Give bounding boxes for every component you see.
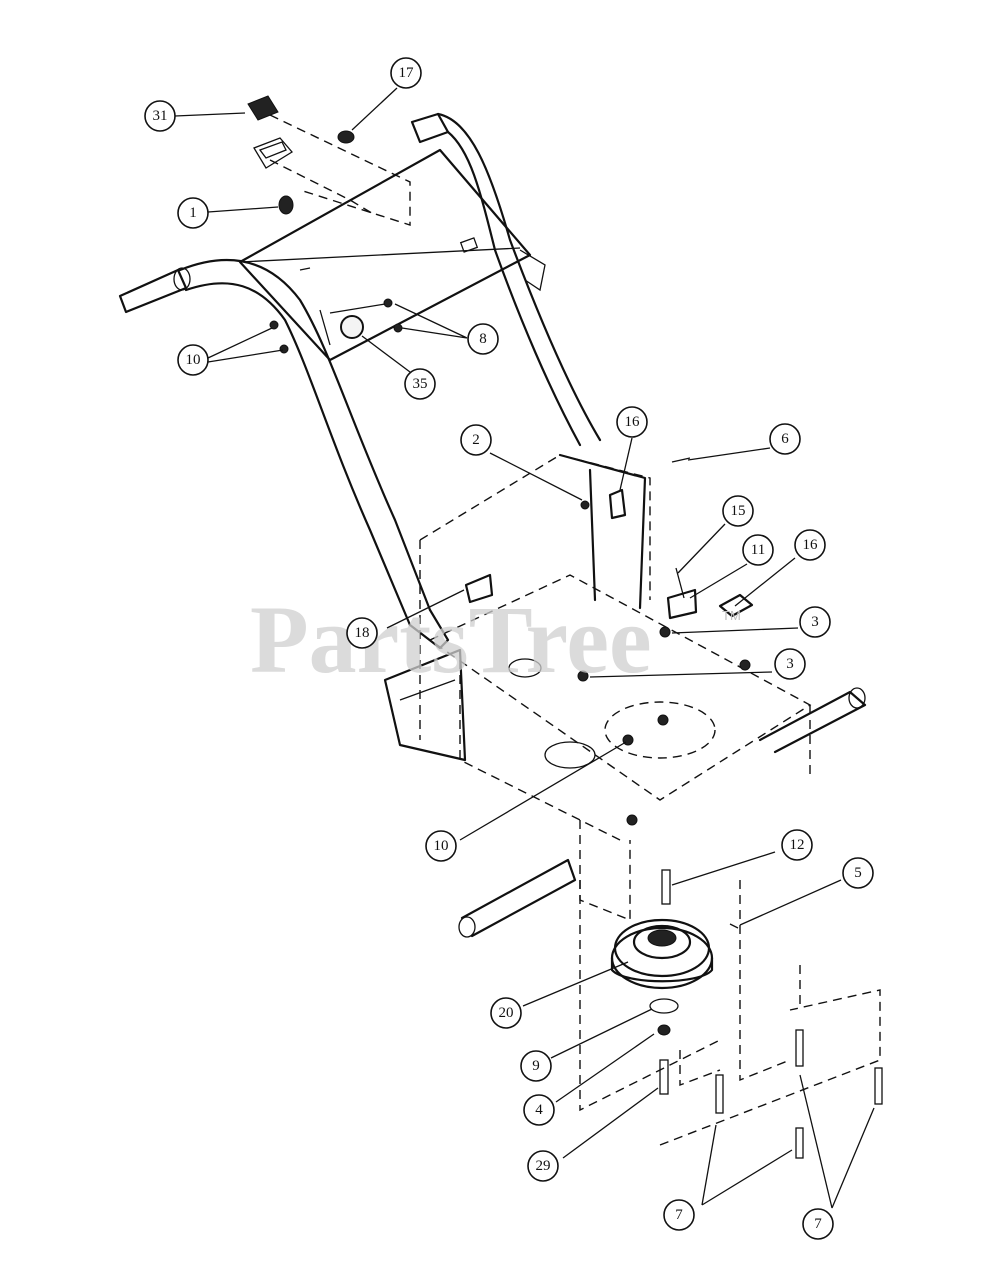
- callout-16-right: 16: [794, 529, 826, 561]
- svg-text:35: 35: [413, 376, 428, 392]
- callout-15: 15: [722, 495, 754, 527]
- svg-text:11: 11: [751, 542, 765, 558]
- svg-text:3: 3: [811, 614, 819, 630]
- svg-text:7: 7: [675, 1207, 683, 1223]
- watermark-text: PartsTree: [250, 586, 652, 693]
- svg-text:16: 16: [625, 414, 641, 430]
- watermark-tm: TM: [722, 608, 741, 623]
- callout-31: 31: [144, 100, 176, 132]
- leader-lines: [174, 87, 875, 1209]
- svg-text:17: 17: [399, 65, 415, 81]
- svg-text:18: 18: [355, 625, 370, 641]
- callout-1: 1: [177, 197, 209, 229]
- svg-text:8: 8: [479, 331, 487, 347]
- svg-text:12: 12: [790, 837, 805, 853]
- callout-16-top: 16: [616, 406, 648, 438]
- callout-11: 11: [742, 534, 774, 566]
- callout-2: 2: [460, 424, 492, 456]
- callout-7-right: 7: [802, 1208, 834, 1240]
- svg-text:6: 6: [781, 431, 789, 447]
- svg-text:2: 2: [472, 432, 480, 448]
- frame: [383, 453, 867, 938]
- callout-18: 18: [346, 617, 378, 649]
- switch-parts: [247, 95, 411, 354]
- svg-text:29: 29: [536, 1158, 551, 1174]
- svg-text:20: 20: [499, 1005, 514, 1021]
- svg-text:9: 9: [532, 1058, 540, 1074]
- callout-6: 6: [769, 423, 801, 455]
- callout-9: 9: [520, 1050, 552, 1082]
- callouts: 31 17 1 10 35 8 2 16 6 15 11 16 3 3 18 1…: [144, 57, 874, 1240]
- svg-text:1: 1: [189, 205, 197, 221]
- callout-12: 12: [781, 829, 813, 861]
- svg-text:10: 10: [186, 352, 201, 368]
- svg-text:15: 15: [731, 503, 746, 519]
- watermark: PartsTree TM: [250, 586, 741, 693]
- callout-3-right: 3: [799, 606, 831, 638]
- svg-text:16: 16: [803, 537, 819, 553]
- callout-10-bottom: 10: [425, 830, 457, 862]
- callout-7-left: 7: [663, 1199, 695, 1231]
- svg-text:4: 4: [535, 1102, 543, 1118]
- handle-assembly: [118, 112, 602, 650]
- callout-20: 20: [490, 997, 522, 1029]
- callout-3-center: 3: [774, 648, 806, 680]
- svg-text:10: 10: [434, 838, 449, 854]
- callout-29: 29: [527, 1150, 559, 1182]
- callout-4: 4: [523, 1094, 555, 1126]
- svg-text:5: 5: [854, 865, 862, 881]
- svg-text:31: 31: [153, 108, 168, 124]
- callout-35: 35: [404, 368, 436, 400]
- callout-17: 17: [390, 57, 422, 89]
- callout-8: 8: [467, 323, 499, 355]
- svg-text:3: 3: [786, 656, 794, 672]
- pulley-assembly: [579, 820, 883, 1159]
- callout-5: 5: [842, 857, 874, 889]
- svg-text:7: 7: [814, 1216, 822, 1232]
- callout-10-top: 10: [177, 344, 209, 376]
